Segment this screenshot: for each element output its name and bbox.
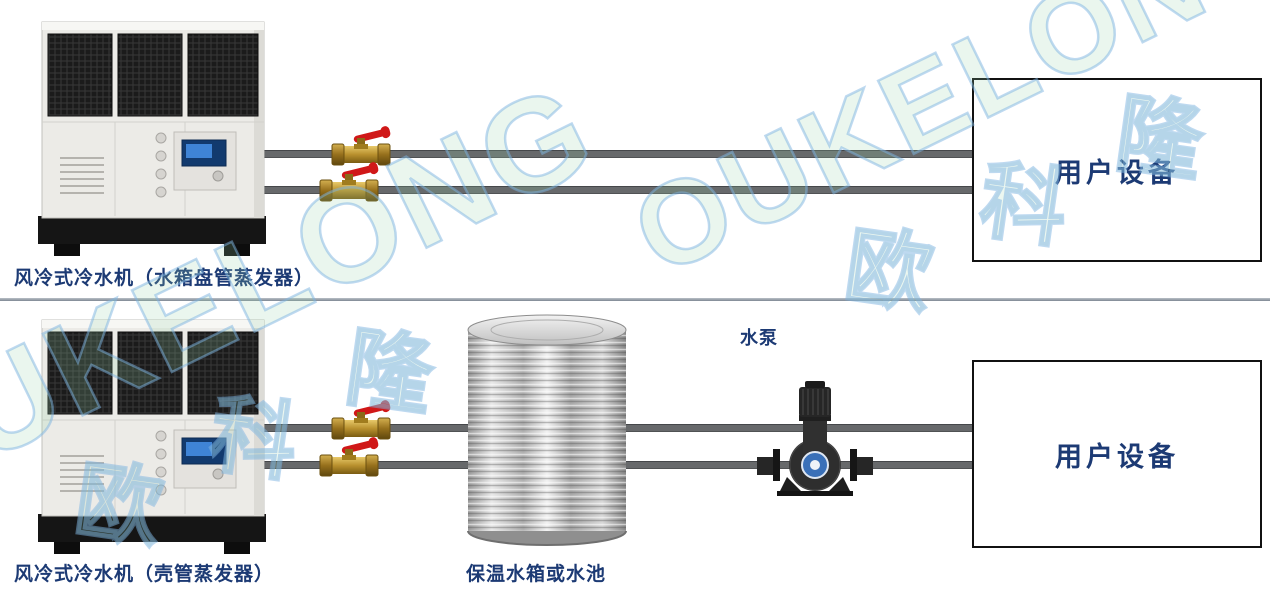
bottom-return-ball-valve-icon bbox=[318, 435, 380, 477]
water-pump-illustration bbox=[757, 381, 873, 497]
tank-caption: 保温水箱或水池 bbox=[466, 564, 607, 585]
top-return-pipe bbox=[260, 186, 972, 194]
top-user-device-label: 用户设备 bbox=[1055, 157, 1179, 188]
pump-caption: 水泵 bbox=[740, 328, 778, 348]
top-return-ball-valve-icon bbox=[318, 160, 380, 202]
top-user-device-box: 用户设备 bbox=[972, 78, 1262, 262]
chiller-shell-tube-illustration bbox=[28, 308, 274, 558]
bottom-user-device-label: 用户设备 bbox=[1055, 441, 1179, 472]
bottom-user-device-box: 用户设备 bbox=[972, 360, 1262, 548]
insulated-water-tank-illustration bbox=[466, 312, 628, 548]
top-supply-pipe bbox=[260, 150, 972, 158]
watermark-cn-char: 欧 bbox=[838, 216, 939, 326]
chiller-tank-coil-illustration bbox=[28, 10, 274, 260]
section-divider bbox=[0, 298, 1270, 301]
bottom-chiller-caption: 风冷式冷水机（壳管蒸发器） bbox=[14, 564, 275, 585]
bottom-supply-ball-valve-icon bbox=[330, 398, 392, 440]
top-chiller-caption: 风冷式冷水机（水箱盘管蒸发器） bbox=[14, 268, 315, 289]
